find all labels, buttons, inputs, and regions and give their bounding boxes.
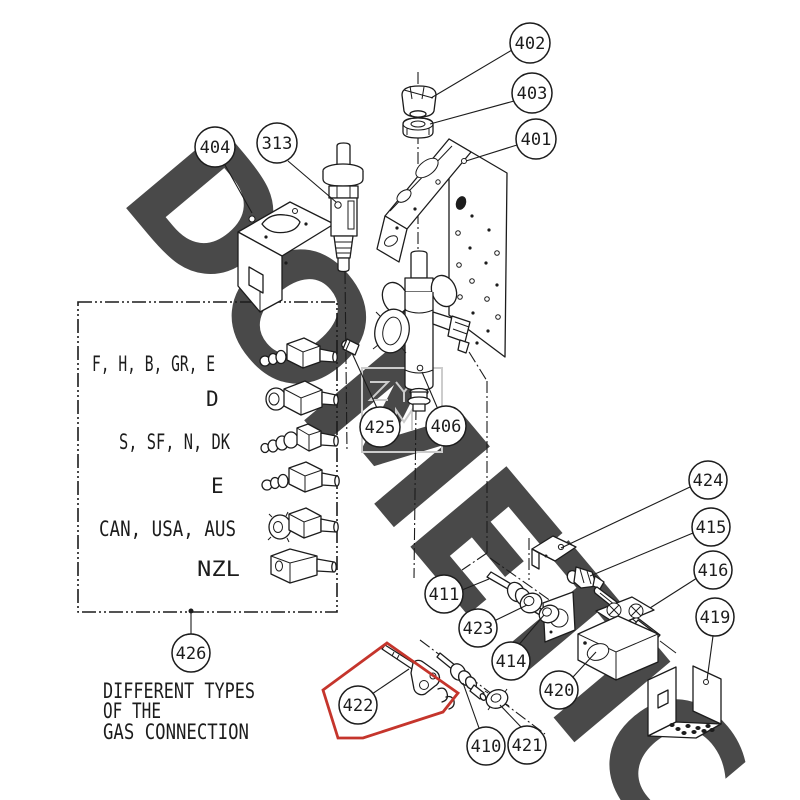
callout-425: 425 (359, 406, 401, 448)
callout-423: 423 (458, 608, 498, 648)
leader-419-target (703, 679, 709, 685)
callout-number: 424 (693, 471, 724, 491)
leader-403 (429, 100, 515, 125)
callout-number: 415 (696, 518, 727, 538)
callout-number: 422 (343, 696, 374, 716)
callout-415: 415 (691, 507, 731, 547)
part-419-bracket (647, 665, 722, 739)
callout-421: 421 (507, 725, 547, 765)
callout-411: 411 (424, 574, 464, 614)
caption-line-3: GAS CONNECTION (103, 720, 249, 744)
leader-420 (572, 651, 597, 678)
leader-411 (461, 578, 490, 591)
callout-number: 404 (200, 138, 231, 158)
part-fitting-nzl (270, 548, 337, 584)
part-313-igniter (322, 142, 364, 273)
part-406-gas-valve (372, 250, 471, 412)
callout-424: 424 (688, 460, 728, 500)
caption: DIFFERENT TYPES OF THE GAS CONNECTION (103, 679, 255, 744)
leader-425 (351, 352, 378, 409)
part-421-nut (484, 688, 510, 711)
part-414-washer (538, 604, 560, 624)
part-420-burner-housing (542, 591, 659, 681)
part-410-interrupter (436, 652, 487, 701)
part-fitting-fhbgre (259, 337, 338, 369)
callout-403: 403 (511, 72, 553, 114)
callout-number: 410 (471, 737, 502, 757)
leader-401-target (461, 158, 467, 164)
leader-410 (462, 682, 480, 729)
gas-type-label: NZL (197, 557, 240, 581)
leader-421 (499, 704, 522, 728)
callout-420: 420 (539, 670, 579, 710)
callout-number: 402 (515, 34, 546, 54)
leader-422 (371, 668, 410, 695)
callout-number: 419 (700, 608, 731, 628)
part-425-fitting (341, 338, 360, 356)
callout-422: 422 (338, 685, 378, 725)
gas-type-box-border (77, 301, 338, 613)
callout-number: 420 (544, 681, 575, 701)
leader-424 (560, 486, 691, 549)
gas-type-label: E (211, 474, 224, 498)
part-403-nut (402, 117, 434, 139)
callout-410: 410 (466, 726, 506, 766)
callout-313: 313 (256, 122, 298, 164)
callout-number: 406 (431, 417, 462, 437)
highlight-polygon-422 (321, 641, 461, 740)
leader-426-target (188, 608, 194, 614)
callout-401: 401 (515, 118, 557, 160)
leader-415 (589, 532, 694, 577)
callout-404: 404 (194, 126, 236, 168)
leader-406 (421, 371, 438, 408)
callout-414: 414 (491, 641, 531, 681)
part-fitting-ssfndk (260, 423, 339, 454)
leader-401 (465, 144, 518, 162)
leader-404 (224, 164, 253, 214)
callout-number: 401 (521, 130, 552, 150)
callout-number: 423 (463, 619, 494, 639)
leader-lines (188, 49, 714, 729)
part-402-piezo-cap (401, 85, 437, 118)
part-422-valve-stem (381, 644, 455, 710)
callout-number: 411 (429, 585, 460, 605)
callout-419: 419 (695, 597, 735, 637)
perforations (669, 723, 715, 735)
callout-number: 426 (176, 644, 207, 664)
callouts: 402 403 401 404 313 425 406 424 415 416 … (171, 22, 735, 766)
gas-type-label: CAN, USA, AUS (99, 517, 236, 541)
part-424-bracket (531, 535, 577, 570)
gas-type-label: F, H, B, GR, E (92, 352, 215, 376)
gas-type-label: D (206, 387, 219, 411)
callout-number: 313 (262, 134, 293, 154)
gas-type-label: S, SF, N, DK (119, 430, 230, 454)
leader-313 (287, 160, 337, 203)
callout-402: 402 (509, 22, 551, 64)
caption-line-2: OF THE (103, 699, 161, 723)
caption-line-1: DIFFERENT TYPES (103, 679, 255, 703)
leader-423 (493, 604, 528, 622)
callout-406: 406 (425, 405, 467, 447)
leader-414 (516, 614, 545, 648)
callout-number: 414 (496, 652, 527, 672)
leader-419 (706, 635, 714, 681)
leader-402 (430, 49, 513, 99)
part-fitting-d (265, 380, 339, 416)
callout-number: 403 (517, 84, 548, 104)
leader-416 (649, 577, 698, 609)
part-fitting-e (261, 461, 340, 493)
callout-number: 425 (365, 418, 396, 438)
callout-416: 416 (693, 550, 733, 590)
part-415-nozzle (566, 566, 605, 590)
callout-number: 421 (512, 736, 543, 756)
part-fitting-canusaaus (267, 507, 339, 543)
gas-type-box: F, H, B, GR, E D S, SF, N, DK E CAN, USA… (77, 301, 340, 613)
callout-426: 426 (171, 633, 211, 673)
part-404-bracket (237, 201, 335, 313)
part-401-mounting-plate (376, 138, 508, 358)
callout-number: 416 (698, 561, 729, 581)
